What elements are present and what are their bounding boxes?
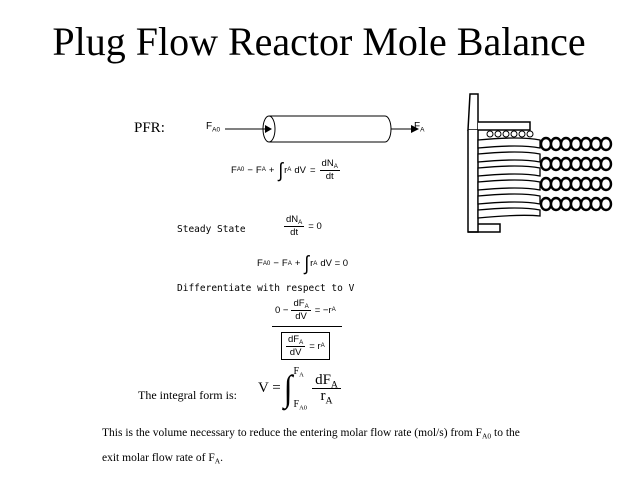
steady-state-equation: dNA dt = 0 [284, 214, 322, 238]
inlet-label: FA0 [206, 121, 221, 134]
integral-form-equation: V = ∫ FA FA0 dFA rA [258, 366, 341, 411]
pfr-label: PFR: [134, 120, 165, 136]
pfr-tube-diagram [225, 115, 419, 143]
separator-line [272, 326, 342, 327]
volume-note-line-2: exit molar flow rate of FA. [102, 452, 224, 466]
slide-title: Plug Flow Reactor Mole Balance [52, 19, 586, 64]
volume-note-line-1: This is the volume necessary to reduce t… [102, 427, 520, 441]
coiled-reactor-illustration [467, 93, 613, 233]
steady-state-label: Steady State [177, 224, 246, 235]
outlet-label: FA [414, 121, 425, 134]
integral-form-label: The integral form is: [138, 388, 237, 402]
differentiate-label: Differentiate with respect to V [177, 283, 355, 294]
